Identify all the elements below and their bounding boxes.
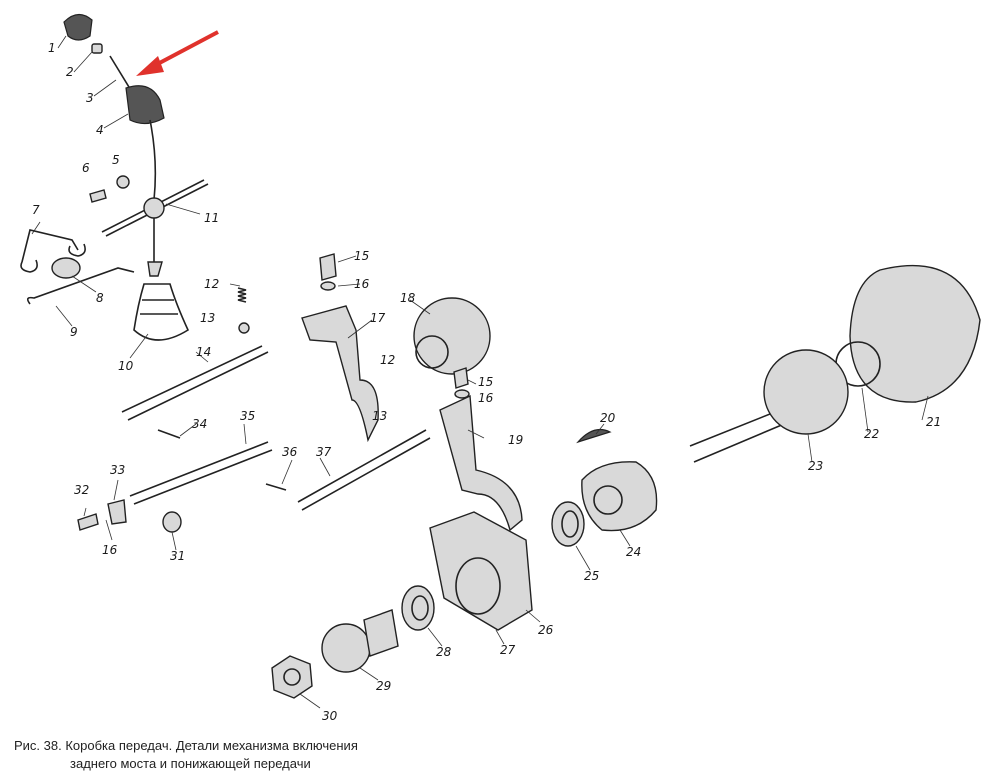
label-3: 3 (86, 91, 94, 105)
part-13-ball (238, 322, 250, 334)
part-33-plate (107, 499, 127, 525)
part-28-seal-inner (411, 595, 429, 621)
label-30: 30 (322, 709, 338, 723)
part-21-gear-housing (849, 264, 981, 403)
label-16b: 16 (478, 391, 494, 405)
figure-caption-line-2: заднего моста и понижающей передачи (70, 756, 311, 771)
label-6: 6 (82, 161, 90, 175)
label-37: 37 (316, 445, 332, 459)
label-1: 1 (48, 41, 56, 55)
part-37-shaft (297, 429, 431, 511)
part-12-spring (237, 287, 247, 303)
label-13: 13 (200, 311, 215, 325)
label-34: 34 (192, 417, 207, 431)
part-18-gear-hub (415, 335, 449, 369)
label-16c: 16 (102, 543, 118, 557)
part-30-nut-bore (283, 668, 301, 686)
part-16-washer (320, 281, 336, 291)
label-15b: 15 (478, 375, 493, 389)
part-23-gear (763, 349, 849, 435)
part-4-boot (125, 85, 165, 125)
label-24: 24 (626, 545, 641, 559)
label-5: 5 (112, 153, 120, 167)
label-36: 36 (282, 445, 298, 459)
label-31: 31 (170, 549, 185, 563)
part-3-lever-rod (109, 55, 133, 93)
label-7: 7 (32, 203, 40, 217)
label-18: 18 (400, 291, 416, 305)
label-22: 22 (864, 427, 879, 441)
part-17-shift-fork (301, 305, 379, 443)
label-9: 9 (70, 325, 78, 339)
label-33: 33 (110, 463, 125, 477)
part-19-shift-fork (439, 394, 523, 532)
label-12b: 12 (380, 353, 395, 367)
part-35-shaft (129, 441, 273, 505)
part-31-ring (162, 511, 182, 533)
label-8: 8 (96, 291, 104, 305)
part-28-seal (401, 585, 435, 631)
part-20-key (576, 429, 612, 444)
label-21: 21 (926, 415, 941, 429)
label-12: 12 (204, 277, 219, 291)
part-5-washer (116, 175, 130, 189)
figure-caption-line-1: Рис. 38. Коробка передач. Детали механиз… (14, 738, 358, 753)
label-4: 4 (96, 123, 104, 137)
label-17: 17 (370, 311, 386, 325)
label-26: 26 (538, 623, 554, 637)
part-15-bolt-2 (453, 367, 469, 389)
part-10-spring-cone (133, 283, 190, 341)
label-20: 20 (600, 411, 616, 425)
label-19: 19 (508, 433, 523, 447)
part-lever-shaft (149, 119, 157, 262)
part-32-bolt (77, 513, 99, 531)
part-7-spring (20, 229, 86, 273)
label-14: 14 (196, 345, 211, 359)
label-29: 29 (376, 679, 391, 693)
label-25: 25 (584, 569, 599, 583)
part-27-cover (429, 511, 533, 631)
part-6-bolt (89, 189, 107, 203)
red-pointer-arrow (136, 30, 219, 76)
label-2: 2 (66, 65, 74, 79)
label-27: 27 (500, 643, 516, 657)
part-15-bolt (319, 253, 337, 281)
label-16: 16 (354, 277, 370, 291)
label-23: 23 (808, 459, 823, 473)
part-16-washer-2 (454, 389, 470, 399)
part-11-hub (143, 197, 165, 219)
label-15: 15 (354, 249, 369, 263)
part-24-bearing-assembly (581, 461, 658, 532)
part-lever-tip (147, 261, 163, 277)
part-1-knob (63, 13, 93, 41)
part-36-pin (265, 483, 287, 491)
leader-lines (31, 35, 929, 709)
part-9-rod (26, 267, 135, 305)
label-13b: 13 (372, 409, 387, 423)
part-25-seal (551, 501, 585, 547)
part-34-pin (157, 429, 181, 439)
part-30-nut (271, 655, 313, 699)
label-10: 10 (118, 359, 134, 373)
part-26-cover-bore (455, 557, 501, 615)
part-8-bushing (51, 257, 81, 279)
label-11: 11 (204, 211, 219, 225)
part-18-gear (413, 297, 491, 375)
part-14-shaft (121, 345, 269, 421)
part-29-gear (321, 623, 371, 673)
part-23-shaft (689, 409, 785, 463)
part-29-hub (363, 609, 399, 657)
label-28: 28 (436, 645, 452, 659)
label-32: 32 (74, 483, 89, 497)
label-35: 35 (240, 409, 255, 423)
part-24-bearing-ring (593, 485, 623, 515)
part-25-seal-inner (561, 510, 579, 538)
part-2-nut (91, 43, 103, 54)
